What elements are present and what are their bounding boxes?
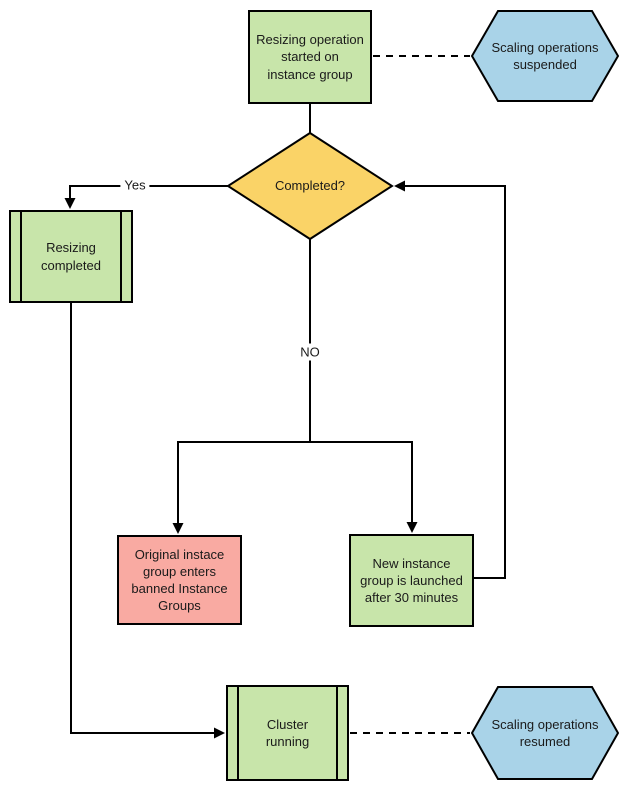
arrowhead-loop-left xyxy=(394,180,405,192)
arrowhead-into-banned xyxy=(172,523,184,534)
connector-resizing-to-cluster xyxy=(70,303,216,734)
edge-label-yes: Yes xyxy=(120,176,150,194)
edge-label-no: NO xyxy=(296,343,324,361)
node-cluster-running-label: Cluster running xyxy=(265,716,310,749)
node-new-group-label: New instance group is launched after 30 … xyxy=(360,555,463,606)
node-completed-label: Completed? xyxy=(274,178,346,194)
node-resizing-completed-label: Resizing completed xyxy=(41,240,101,273)
arrowhead-yes-down xyxy=(64,198,76,209)
node-resizing-started[interactable]: Resizing operation started on instance g… xyxy=(248,10,372,104)
node-scaling-resumed-label: Scaling operations resumed xyxy=(491,716,599,749)
node-scaling-suspended-label: Scaling operations suspended xyxy=(491,39,599,72)
predefined-bar-left xyxy=(20,212,22,301)
connector-yes-branch xyxy=(69,185,228,200)
node-completed-decision[interactable]: Completed? xyxy=(226,131,394,241)
predefined-bar-left xyxy=(237,687,239,779)
diamond-shape xyxy=(226,131,394,241)
node-banned-label: Original instace group enters banned Ins… xyxy=(131,546,228,614)
node-resizing-completed[interactable]: Resizing completed xyxy=(9,210,133,303)
arrowhead-into-cluster xyxy=(214,727,225,739)
node-scaling-resumed[interactable]: Scaling operations resumed xyxy=(471,686,619,780)
node-scaling-suspended[interactable]: Scaling operations suspended xyxy=(471,10,619,102)
node-resizing-started-label: Resizing operation started on instance g… xyxy=(256,32,364,82)
connector-no-split xyxy=(177,441,413,525)
node-banned-instance-groups[interactable]: Original instace group enters banned Ins… xyxy=(117,535,242,625)
node-new-instance-group[interactable]: New instance group is launched after 30 … xyxy=(349,534,474,627)
hexagon-shape xyxy=(471,10,619,102)
predefined-bar-right xyxy=(336,687,338,779)
predefined-bar-right xyxy=(120,212,122,301)
arrowhead-into-new-group xyxy=(406,522,418,533)
node-cluster-running[interactable]: Cluster running xyxy=(226,685,349,781)
connector-loop-back-to-decision xyxy=(404,185,506,579)
hexagon-shape xyxy=(471,686,619,780)
